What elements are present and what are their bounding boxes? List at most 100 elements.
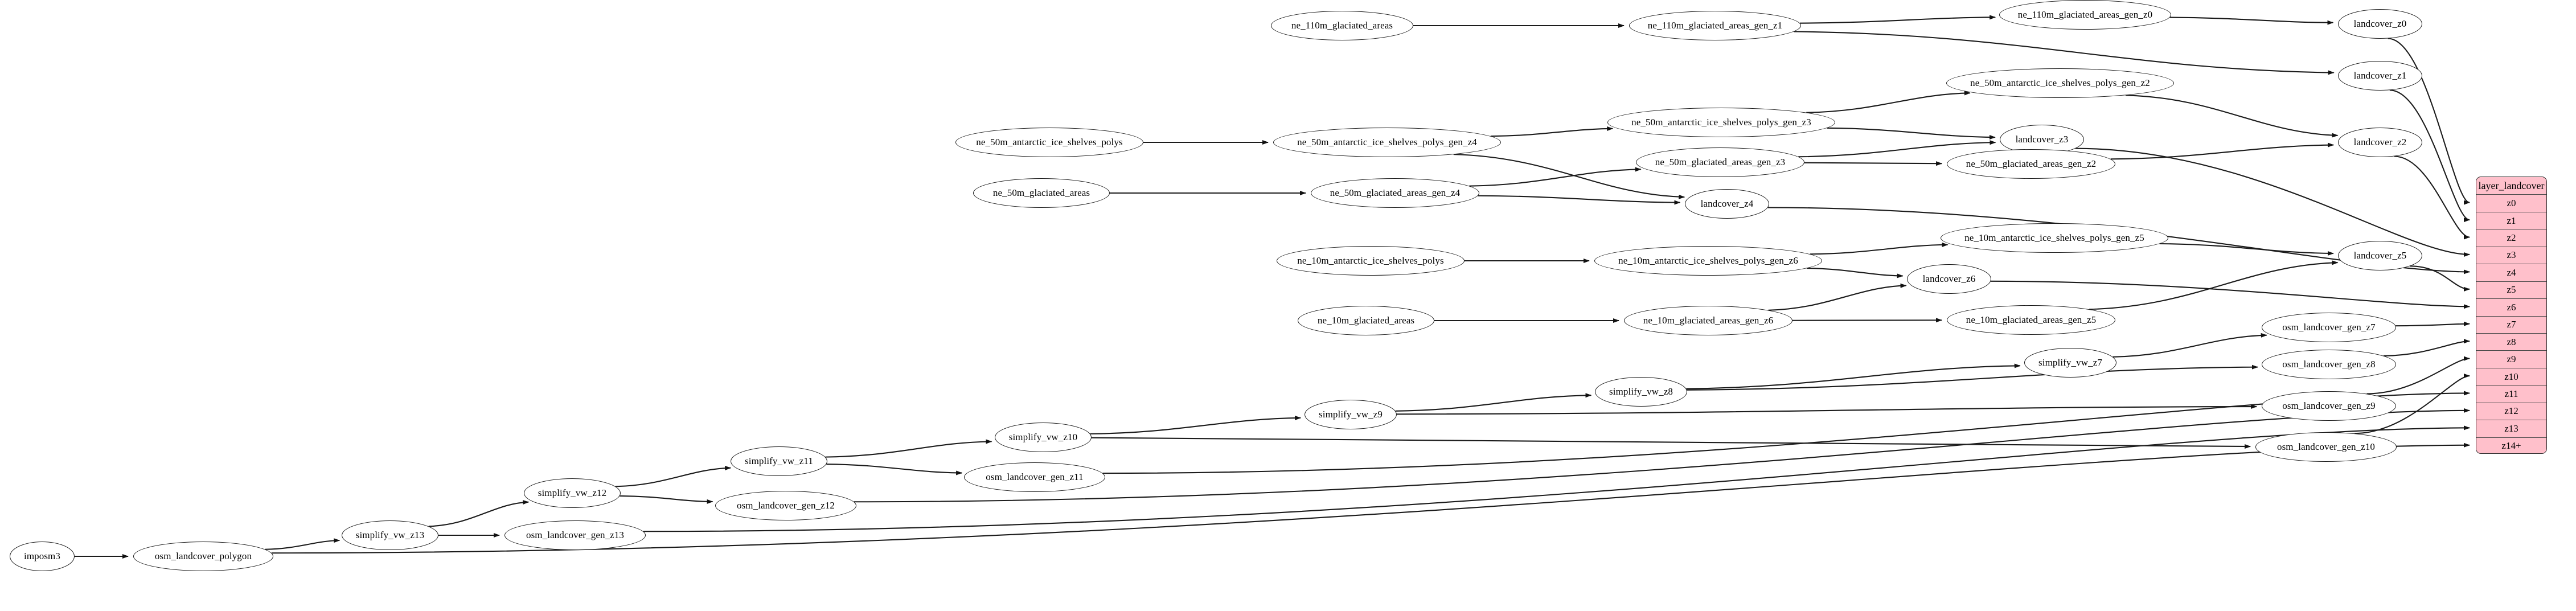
node-osm_landcover_gen_z9[interactable]: osm_landcover_gen_z9 [2262,391,2396,421]
node-ne_110m_glaciated_areas_gen_z0[interactable]: ne_110m_glaciated_areas_gen_z0 [1999,0,2171,30]
edge-landcover_z4-to-layer_landcover-z4 [1767,207,2470,274]
edge-ne_50m_antarctic_ice_shelves_polys_gen_z4-to-ne_50m_antarctic_ice_shelves_polys_gen_z3 [1490,126,1614,137]
node-osm_landcover_gen_z11[interactable]: osm_landcover_gen_z11 [964,462,1105,492]
edge-osm_landcover_gen_z12-to-layer_landcover-z12 [854,408,2470,503]
table-row-z13[interactable]: z13 [2476,420,2546,437]
edge-ne_50m_glaciated_areas_gen_z2-to-landcover_z2 [2110,142,2335,160]
table-row-z10[interactable]: z10 [2476,367,2546,386]
node-ne_110m_glaciated_areas[interactable]: ne_110m_glaciated_areas [1271,11,1413,40]
node-landcover_z2[interactable]: landcover_z2 [2338,128,2422,157]
node-imposm3[interactable]: imposm3 [10,542,75,571]
node-label: osm_landcover_gen_z13 [526,530,625,540]
edge-ne_10m_glaciated_areas_gen_z5-to-landcover_z5 [2089,260,2339,310]
table-row-z7[interactable]: z7 [2476,315,2546,333]
node-landcover_z1[interactable]: landcover_z1 [2338,61,2422,91]
node-label: osm_landcover_gen_z9 [2282,400,2376,411]
edge-landcover_z2-to-layer_landcover-z2 [2394,155,2470,240]
table-row-z5[interactable]: z5 [2476,281,2546,299]
node-label: ne_10m_glaciated_areas_gen_z6 [1643,315,1774,326]
node-ne_10m_glaciated_areas_gen_z6[interactable]: ne_10m_glaciated_areas_gen_z6 [1624,306,1792,335]
edge-simplify_vw_z10-to-osm_landcover_gen_z10 [1091,437,2251,449]
node-simplify_vw_z7[interactable]: simplify_vw_z7 [2024,348,2116,378]
table-row-z14+[interactable]: z14+ [2476,437,2546,453]
node-landcover_z6[interactable]: landcover_z6 [1907,264,1991,294]
node-label: ne_10m_glaciated_areas [1317,315,1415,326]
node-label: simplify_vw_z8 [1609,386,1673,397]
table-row-z9[interactable]: z9 [2476,350,2546,368]
edge-ne_50m_antarctic_ice_shelves_polys_gen_z2-to-landcover_z2 [2125,95,2339,138]
node-simplify_vw_z13[interactable]: simplify_vw_z13 [342,520,438,550]
node-osm_landcover_polygon[interactable]: osm_landcover_polygon [133,542,273,571]
node-simplify_vw_z9[interactable]: simplify_vw_z9 [1305,400,1397,429]
edge-ne_50m_glaciated_areas_gen_z4-to-landcover_z4 [1478,195,1681,205]
edge-simplify_vw_z12-to-osm_landcover_gen_z12 [620,495,713,504]
node-simplify_vw_z11[interactable]: simplify_vw_z11 [731,446,827,476]
node-ne_50m_glaciated_areas_gen_z2[interactable]: ne_50m_glaciated_areas_gen_z2 [1947,149,2115,179]
edge-landcover_z5-to-layer_landcover-z5 [2410,265,2470,292]
node-simplify_vw_z10[interactable]: simplify_vw_z10 [995,423,1092,452]
node-label: ne_50m_glaciated_areas_gen_z3 [1655,157,1786,167]
edge-simplify_vw_z13-to-simplify_vw_z12 [428,500,530,527]
node-ne_50m_glaciated_areas[interactable]: ne_50m_glaciated_areas [973,178,1110,208]
edge-ne_10m_glaciated_areas_gen_z6-to-landcover_z6 [1768,283,1907,311]
node-ne_50m_glaciated_areas_gen_z4[interactable]: ne_50m_glaciated_areas_gen_z4 [1311,178,1479,208]
edge-simplify_vw_z10-to-simplify_vw_z9 [1090,415,1302,434]
table-row-z11[interactable]: z11 [2476,385,2546,403]
node-ne_10m_glaciated_areas_gen_z5[interactable]: ne_10m_glaciated_areas_gen_z5 [1947,305,2115,335]
node-simplify_vw_z12[interactable]: simplify_vw_z12 [524,478,621,508]
table-row-z12[interactable]: z12 [2476,402,2546,420]
node-landcover_z0[interactable]: landcover_z0 [2338,9,2422,39]
table-row-z1[interactable]: z1 [2476,211,2546,229]
node-label: ne_50m_antarctic_ice_shelves_polys_gen_z… [1631,117,1811,128]
node-landcover_z5[interactable]: landcover_z5 [2338,241,2422,270]
node-label: ne_110m_glaciated_areas_gen_z1 [1647,20,1783,31]
node-label: ne_50m_glaciated_areas_gen_z2 [1966,158,2097,169]
node-label: landcover_z4 [1700,198,1754,209]
table-row-z3[interactable]: z3 [2476,246,2546,264]
node-simplify_vw_z8[interactable]: simplify_vw_z8 [1595,377,1687,407]
node-ne_110m_glaciated_areas_gen_z1[interactable]: ne_110m_glaciated_areas_gen_z1 [1629,11,1801,40]
node-ne_50m_antarctic_ice_shelves_polys[interactable]: ne_50m_antarctic_ice_shelves_polys [955,128,1143,157]
node-label: ne_10m_antarctic_ice_shelves_polys_gen_z… [1964,232,2144,243]
node-label: osm_landcover_gen_z7 [2282,322,2376,333]
node-label: ne_50m_glaciated_areas [992,187,1090,198]
node-landcover_z4[interactable]: landcover_z4 [1685,189,1769,219]
table-row-z2[interactable]: z2 [2476,229,2546,247]
node-osm_landcover_gen_z13[interactable]: osm_landcover_gen_z13 [504,520,646,550]
node-ne_50m_glaciated_areas_gen_z3[interactable]: ne_50m_glaciated_areas_gen_z3 [1636,147,1804,177]
node-osm_landcover_gen_z12[interactable]: osm_landcover_gen_z12 [715,491,856,520]
node-ne_10m_glaciated_areas[interactable]: ne_10m_glaciated_areas [1298,306,1434,335]
edge-simplify_vw_z9-to-osm_landcover_gen_z9 [1396,404,2258,415]
node-label: simplify_vw_z7 [2038,357,2102,368]
node-osm_landcover_gen_z7[interactable]: osm_landcover_gen_z7 [2262,313,2396,342]
edge-simplify_vw_z11-to-osm_landcover_gen_z11 [826,464,963,475]
node-osm_landcover_gen_z8[interactable]: osm_landcover_gen_z8 [2262,350,2396,379]
node-label: ne_50m_antarctic_ice_shelves_polys_gen_z… [1970,77,2150,88]
node-ne_10m_antarctic_ice_shelves_polys_gen_z5[interactable]: ne_10m_antarctic_ice_shelves_polys_gen_z… [1941,223,2168,253]
node-ne_10m_antarctic_ice_shelves_polys_gen_z6[interactable]: ne_10m_antarctic_ice_shelves_polys_gen_z… [1594,246,1822,276]
table-row-z4[interactable]: z4 [2476,264,2546,281]
edge-simplify_vw_z9-to-simplify_vw_z8 [1395,393,1592,412]
edge-ne_110m_glaciated_areas_gen_z0-to-landcover_z0 [2169,17,2334,25]
node-osm_landcover_gen_z10[interactable]: osm_landcover_gen_z10 [2255,432,2397,462]
edge-osm_landcover_gen_z8-to-layer_landcover-z8 [2383,339,2470,356]
node-ne_50m_antarctic_ice_shelves_polys_gen_z2[interactable]: ne_50m_antarctic_ice_shelves_polys_gen_z… [1946,68,2174,98]
node-label: landcover_z5 [2353,250,2407,261]
node-label: osm_landcover_gen_z11 [986,471,1084,482]
table-row-z0[interactable]: z0 [2476,194,2546,212]
edge-simplify_vw_z8-to-simplify_vw_z7 [1686,363,2021,389]
node-ne_10m_antarctic_ice_shelves_polys[interactable]: ne_10m_antarctic_ice_shelves_polys [1277,246,1465,276]
table-row-z6[interactable]: z6 [2476,298,2546,316]
edge-ne_110m_glaciated_areas_gen_z1-to-landcover_z1 [1794,31,2335,75]
node-ne_50m_antarctic_ice_shelves_polys_gen_z3[interactable]: ne_50m_antarctic_ice_shelves_polys_gen_z… [1607,108,1835,137]
table-row-z8[interactable]: z8 [2476,333,2546,351]
edge-ne_50m_antarctic_ice_shelves_polys_gen_z3-to-landcover_z3 [1827,127,1996,140]
node-label: ne_50m_glaciated_areas_gen_z4 [1330,187,1461,198]
edge-osm_landcover_gen_z13-to-layer_landcover-z13 [643,425,2470,532]
node-label: landcover_z0 [2353,18,2407,29]
node-ne_50m_antarctic_ice_shelves_polys_gen_z4[interactable]: ne_50m_antarctic_ice_shelves_polys_gen_z… [1273,128,1501,157]
node-label: osm_landcover_gen_z10 [2276,441,2376,452]
edge-osm_landcover_polygon-to-simplify_vw_z13 [265,538,341,550]
